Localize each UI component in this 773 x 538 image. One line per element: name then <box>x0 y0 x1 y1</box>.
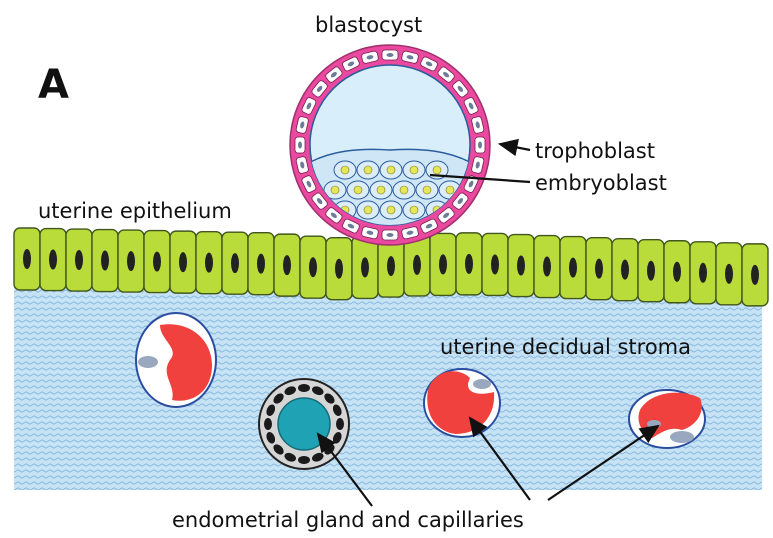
capillary-middle <box>424 369 500 437</box>
embryoblast-nucleus <box>387 206 395 214</box>
epithelial-nucleus <box>673 262 681 282</box>
capillary-right <box>629 390 705 448</box>
epithelial-nucleus <box>231 253 239 273</box>
trophoblast-label: trophoblast <box>535 139 655 163</box>
trophoblast-arrow <box>500 144 530 150</box>
embryoblast-nucleus <box>387 166 395 174</box>
epithelial-nucleus <box>49 250 57 270</box>
gland-cell <box>336 418 344 430</box>
embryoblast-nucleus <box>377 186 385 194</box>
embryoblast-nucleus <box>331 186 339 194</box>
epithelial-nucleus <box>647 261 655 281</box>
epithelial-nucleus <box>517 256 525 276</box>
epithelial-nucleus <box>361 257 369 277</box>
gland-lumen <box>278 398 330 450</box>
blastocyst <box>290 45 490 245</box>
epithelial-nucleus <box>595 259 603 279</box>
embryoblast-nucleus <box>410 166 418 174</box>
epithelial-nucleus <box>725 264 733 284</box>
epithelial-nucleus <box>491 254 499 274</box>
epithelial-nucleus <box>23 249 31 269</box>
epithelial-nucleus <box>335 259 343 279</box>
embryoblast-nucleus <box>400 186 408 194</box>
epithelial-nucleus <box>257 254 265 274</box>
embryoblast-nucleus <box>410 206 418 214</box>
gland-cell <box>298 456 310 464</box>
gland-cell <box>264 418 272 430</box>
gland-cell <box>298 384 310 392</box>
epithelial-nucleus <box>439 254 447 274</box>
embryoblast-nucleus <box>423 186 431 194</box>
trophoblast-nucleus <box>298 142 302 149</box>
epithelial-nucleus <box>127 251 135 271</box>
epithelial-nucleus <box>153 252 161 272</box>
endometrial-gland-label: endometrial gland and capillaries <box>172 508 524 532</box>
trophoblast-nucleus <box>387 53 394 57</box>
uterine-epithelium-label: uterine epithelium <box>38 199 232 223</box>
epithelial-nucleus <box>179 252 187 272</box>
capillary-left <box>136 313 216 407</box>
epithelial-nucleus <box>543 257 551 277</box>
epithelial-nucleus <box>569 258 577 278</box>
epithelial-nucleus <box>101 251 109 271</box>
epithelial-nucleus <box>387 256 395 276</box>
epithelial-nucleus <box>621 260 629 280</box>
trophoblast-nucleus <box>478 142 482 149</box>
embryoblast-nucleus <box>364 166 372 174</box>
epithelial-nucleus <box>309 257 317 277</box>
epithelial-nucleus <box>75 250 83 270</box>
embryoblast-label: embryoblast <box>535 171 667 195</box>
uterine-decidual-stroma-label: uterine decidual stroma <box>440 335 691 359</box>
epithelial-nucleus <box>283 255 291 275</box>
blastocyst-label: blastocyst <box>315 13 422 37</box>
epithelial-nucleus <box>699 263 707 283</box>
embryoblast-nucleus <box>364 206 372 214</box>
trophoblast-nucleus <box>387 233 394 237</box>
embryoblast-nucleus <box>341 166 349 174</box>
epithelial-nucleus <box>413 255 421 275</box>
epithelial-nucleus <box>465 254 473 274</box>
panel-letter: A <box>38 62 69 108</box>
epithelial-nucleus <box>205 253 213 273</box>
embryoblast-nucleus <box>433 166 441 174</box>
epithelial-nucleus <box>751 265 759 285</box>
embryoblast-nucleus <box>354 186 362 194</box>
embryoblast-nucleus <box>446 186 454 194</box>
